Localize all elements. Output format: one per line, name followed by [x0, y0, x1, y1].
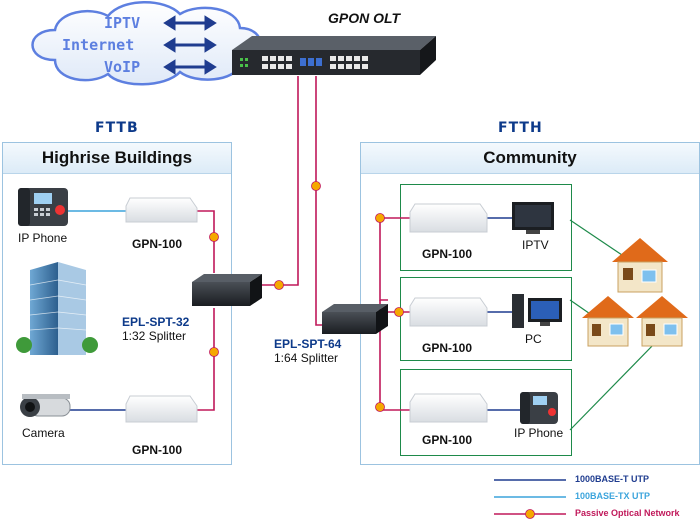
splitter-32-desc: 1:32 Splitter	[122, 329, 187, 343]
splitter-32-label: EPL-SPT-32 1:32 Splitter	[122, 315, 189, 343]
legend-lines	[494, 479, 566, 519]
legend-1000base-t: 1000BASE-T UTP	[575, 474, 650, 484]
ip-phone-label: IP Phone	[18, 231, 68, 245]
house-icon	[582, 296, 634, 347]
service-arrows	[163, 15, 217, 75]
splitter-32-device	[192, 274, 262, 306]
tv-icon	[512, 202, 554, 234]
pc-icon	[512, 294, 562, 328]
ip-phone-icon	[520, 392, 558, 424]
onu-device	[409, 203, 488, 233]
onu-label: GPN-100	[132, 443, 183, 457]
onu-device	[409, 297, 488, 327]
gpon-olt-device	[232, 36, 436, 75]
service-internet: Internet	[62, 36, 135, 54]
olt-label: GPON OLT	[328, 10, 401, 26]
service-iptv: IPTV	[104, 14, 141, 32]
pon-markers	[209, 181, 404, 412]
onu-label: GPN-100	[422, 433, 473, 447]
house-icon	[636, 296, 688, 347]
onu-label: GPN-100	[132, 237, 183, 251]
ip-phone-label: IP Phone	[514, 426, 564, 440]
onu-device	[125, 197, 198, 223]
onu-device	[125, 395, 198, 423]
camera-label: Camera	[22, 426, 65, 440]
ip-phone-icon	[18, 188, 68, 226]
splitter-64-label: EPL-SPT-64 1:64 Splitter	[274, 337, 341, 365]
highrise-panel-title: Highrise Buildings	[3, 143, 231, 174]
ftth-section-title: FTTH	[498, 120, 543, 136]
fttb-section-title: FTTB	[95, 120, 139, 136]
service-voip: VoIP	[104, 58, 141, 76]
legend-100base-tx: 100BASE-TX UTP	[575, 491, 651, 501]
house-icon	[612, 238, 668, 293]
splitter-32-name: EPL-SPT-32	[122, 315, 190, 329]
onu-device	[409, 393, 488, 423]
splitter-64-desc: 1:64 Splitter	[274, 351, 339, 365]
camera-icon	[20, 394, 71, 417]
pc-label: PC	[525, 332, 542, 346]
splitter-64-name: EPL-SPT-64	[274, 337, 342, 351]
splitter-64-device	[322, 304, 388, 334]
onu-label: GPN-100	[422, 247, 473, 261]
community-panel-title: Community	[361, 143, 699, 174]
highrise-building-icon	[16, 262, 98, 355]
onu-label: GPN-100	[422, 341, 473, 355]
legend-pon: Passive Optical Network	[575, 508, 680, 518]
iptv-label: IPTV	[522, 238, 549, 252]
